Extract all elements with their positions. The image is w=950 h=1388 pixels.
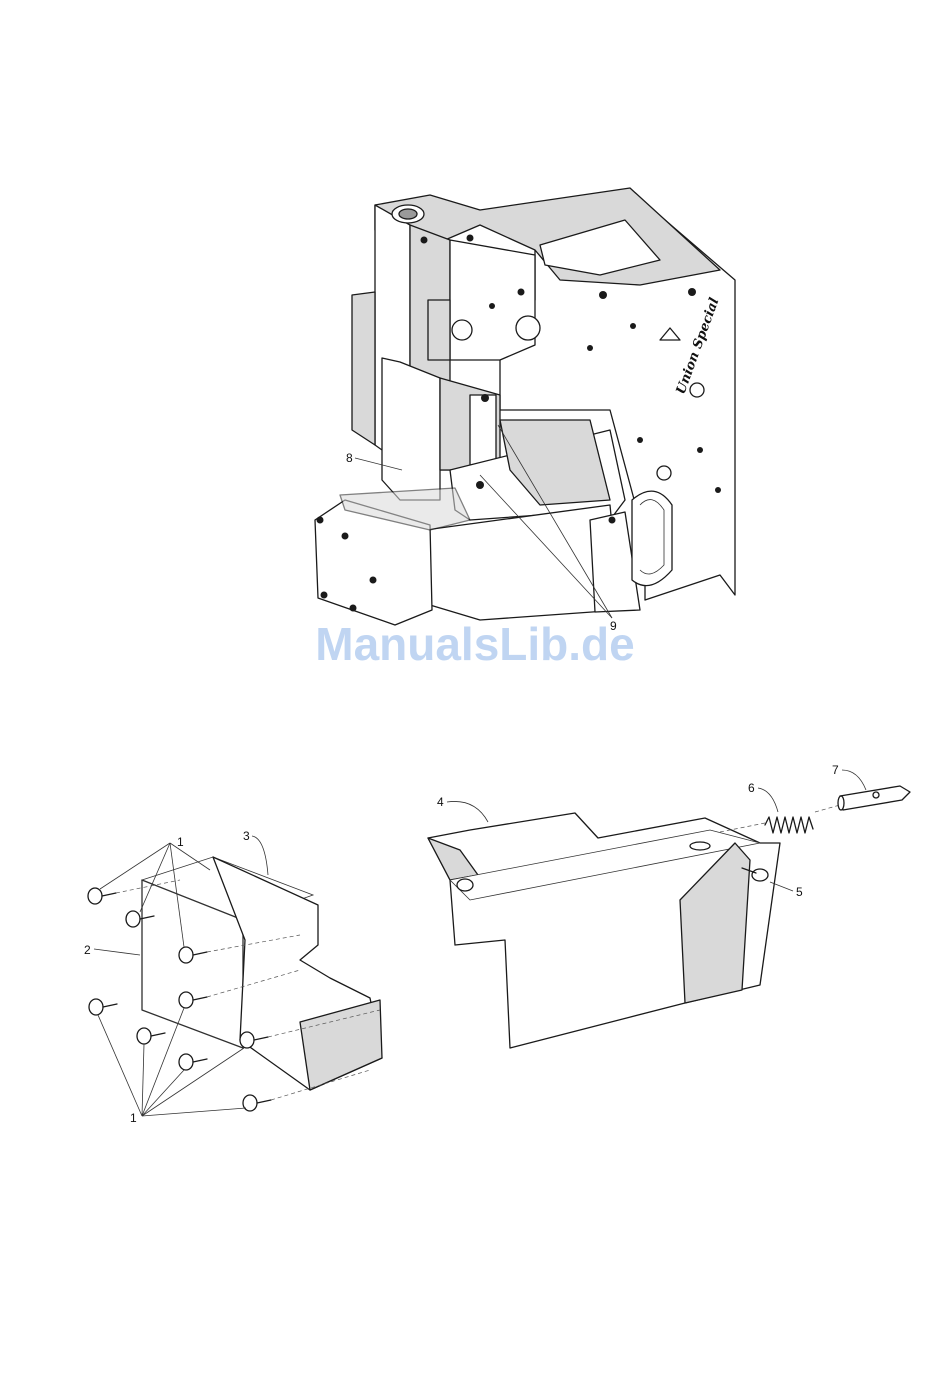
- callout-6: 6: [748, 781, 778, 812]
- callout-4: 4: [437, 795, 488, 822]
- spring-6: [720, 805, 840, 833]
- callout-3: 3: [243, 829, 268, 875]
- svg-text:2: 2: [84, 943, 91, 957]
- svg-text:5: 5: [796, 885, 803, 899]
- watermark-text: ManualsLib.de: [315, 618, 634, 670]
- svg-text:3: 3: [243, 829, 250, 843]
- svg-text:4: 4: [437, 795, 444, 809]
- svg-text:6: 6: [748, 781, 755, 795]
- callout-5: 5: [770, 882, 803, 899]
- svg-text:8: 8: [346, 451, 353, 465]
- svg-text:1: 1: [130, 1111, 137, 1125]
- svg-text:1: 1: [177, 835, 184, 849]
- bed-cover-4: [428, 813, 780, 1048]
- machine-housing: Union Special: [315, 188, 735, 625]
- callout-7: 7: [832, 763, 866, 790]
- callout-2: 2: [84, 943, 140, 957]
- svg-text:7: 7: [832, 763, 839, 777]
- pin-7: [838, 786, 910, 810]
